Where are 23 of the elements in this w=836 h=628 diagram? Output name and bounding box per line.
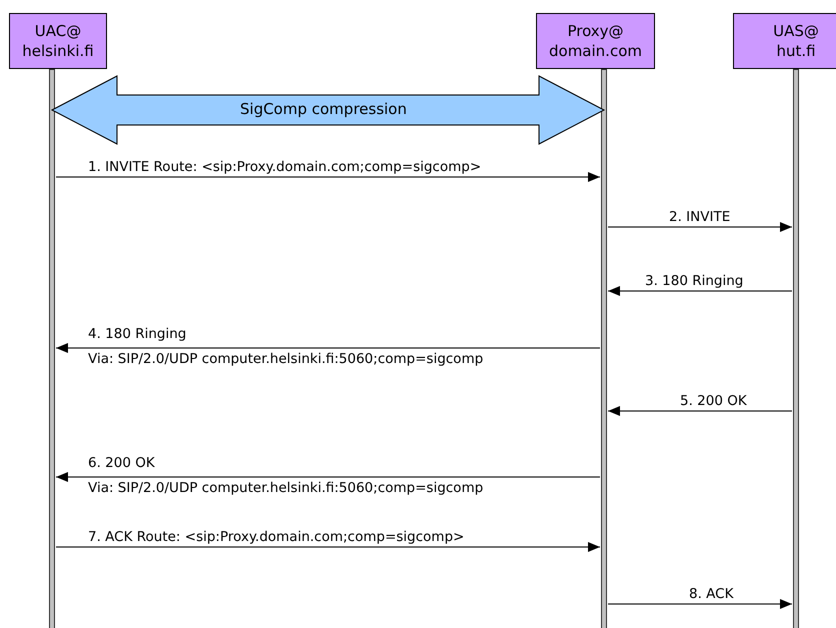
message-arrow [56,472,600,482]
participant-name: UAC@ helsinki.fi [21,21,95,61]
message-arrow [56,542,600,552]
message-label: 6. 200 OK [88,455,155,471]
block-arrow [50,75,606,145]
message-label: 2. INVITE [669,209,730,225]
message-arrow [608,286,792,296]
participant-name: Proxy@ domain.com [548,21,643,61]
message-arrow [56,172,600,182]
message-arrow [56,343,600,353]
message-arrow [608,222,792,232]
message-label: 7. ACK Route: <sip:Proxy.domain.com;comp=sigcomp> [88,529,464,545]
message-arrow [608,599,792,609]
header-note: Via: SIP/2.0/UDP computer.helsinki.fi:5060;comp=sigcomp [88,480,484,496]
message-label: 3. 180 Ringing [645,273,744,289]
message-arrow [608,406,792,416]
arrow-label: SigComp compression [240,100,407,118]
message-label: 4. 180 Ringing [88,326,186,342]
message-label: 1. INVITE Route: <sip:Proxy.domain.com;comp=sigcomp> [88,159,482,175]
participant-name: UAS@ hut.fi [772,21,820,61]
message-label: 5. 200 OK [680,393,747,409]
message-label: 8. ACK [689,586,734,602]
header-note: Via: SIP/2.0/UDP computer.helsinki.fi:5060;comp=sigcomp [88,351,484,367]
